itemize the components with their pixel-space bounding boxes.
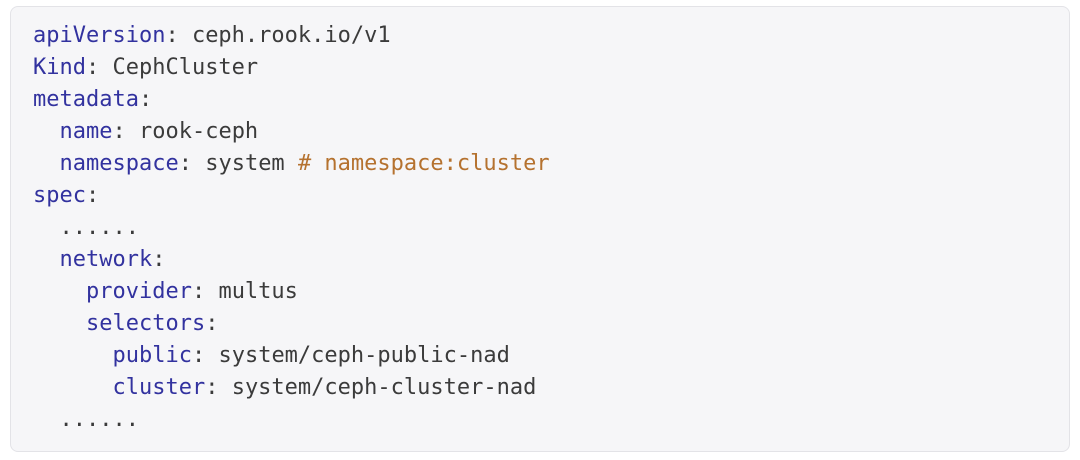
code-line: name: rook-ceph	[33, 116, 1047, 148]
code-segment-plain: : rook-ceph	[112, 119, 259, 144]
code-segment-plain: : system	[178, 151, 298, 176]
code-segment-plain	[33, 119, 60, 144]
code-segment-plain	[33, 375, 112, 400]
code-segment-key: network	[59, 247, 153, 272]
code-line: provider: multus	[33, 276, 1047, 308]
code-segment-plain: : multus	[191, 279, 298, 304]
code-line: apiVersion: ceph.rook.io/v1	[33, 20, 1047, 52]
code-segment-plain	[33, 311, 86, 336]
code-line: ......	[33, 404, 1047, 436]
code-line: Kind: CephCluster	[33, 52, 1047, 84]
code-line: metadata:	[33, 84, 1047, 116]
code-segment-plain: :	[85, 183, 100, 208]
code-segment-plain: : CephCluster	[85, 55, 259, 80]
code-segment-key: spec	[33, 183, 86, 208]
code-segment-plain	[33, 151, 60, 176]
code-segment-plain	[33, 343, 112, 368]
code-segment-plain	[33, 279, 86, 304]
code-segment-key: provider	[85, 279, 192, 304]
code-segment-plain: : system/ceph-public-nad	[191, 343, 510, 368]
code-segment-plain: :	[152, 247, 166, 272]
code-segment-plain: :	[205, 311, 219, 336]
code-segment-plain: ......	[33, 215, 139, 240]
code-segment-plain: : system/ceph-cluster-nad	[205, 375, 537, 400]
code-segment-key: name	[59, 119, 113, 144]
code-line: ......	[33, 212, 1047, 244]
code-segment-plain	[33, 247, 60, 272]
code-segment-plain: : ceph.rook.io/v1	[165, 23, 391, 48]
code-line: namespace: system # namespace:cluster	[33, 148, 1047, 180]
code-segment-key: Kind	[33, 55, 86, 80]
code-line: public: system/ceph-public-nad	[33, 340, 1047, 372]
code-segment-key: selectors	[85, 311, 206, 336]
code-segment-plain: ......	[33, 407, 139, 432]
code-line: cluster: system/ceph-cluster-nad	[33, 372, 1047, 404]
code-line: selectors:	[33, 308, 1047, 340]
code-segment-key: metadata	[33, 87, 139, 112]
code-segment-key: namespace	[59, 151, 179, 176]
code-segment-key: public	[112, 343, 192, 368]
code-line: spec:	[33, 180, 1047, 212]
code-segment-plain: :	[138, 87, 153, 112]
code-segment-comment: # namespace:cluster	[297, 151, 550, 176]
code-segment-key: cluster	[112, 375, 206, 400]
code-segment-key: apiVersion	[33, 23, 166, 48]
code-line: network:	[33, 244, 1047, 276]
